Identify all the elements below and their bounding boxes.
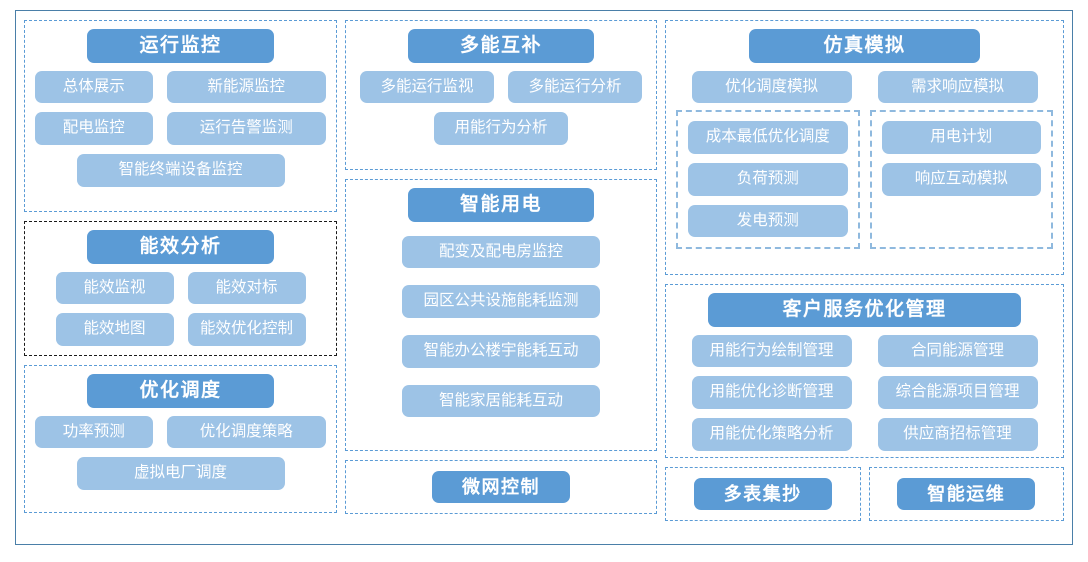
item-row: 园区公共设施能耗监测 [356, 285, 646, 318]
panel-operation-monitoring[interactable]: 运行监控 总体展示 新能源监控 配电监控 运行告警监测 智能终端设备监控 [24, 20, 337, 212]
subbox-demand-response[interactable]: 用电计划 响应互动模拟 [869, 110, 1053, 250]
item-row: 智能办公楼宇能耗互动 [356, 334, 646, 368]
item-row: 智能终端设备监控 [35, 153, 326, 187]
bottom-mini-panel-strip: 多表集抄 智能运维 [665, 467, 1064, 521]
item-row: 功率预测 优化调度策略 [35, 415, 326, 449]
item-row: 多能运行监视 多能运行分析 [356, 70, 646, 104]
item-pill[interactable]: 智能办公楼宇能耗互动 [402, 334, 600, 368]
item-pill[interactable]: 总体展示 [35, 70, 153, 104]
simulation-subbox-group: 成本最低优化调度 负荷预测 发电预测 用电计划 响应互动模拟 [676, 110, 1053, 250]
item-pill[interactable]: 合同能源管理 [877, 334, 1038, 368]
item-row: 用能优化诊断管理 综合能源项目管理 [676, 376, 1053, 409]
item-row: 能效地图 能效优化控制 [35, 313, 326, 346]
item-pill[interactable]: 发电预测 [688, 204, 848, 238]
item-pill[interactable]: 优化调度模拟 [691, 70, 852, 104]
panel-title-microgrid-control: 微网控制 [432, 470, 570, 504]
item-pill[interactable]: 功率预测 [35, 415, 153, 449]
item-row: 配电监控 运行告警监测 [35, 112, 326, 145]
item-row: 虚拟电厂调度 [35, 457, 326, 490]
item-pill[interactable]: 园区公共设施能耗监测 [402, 285, 600, 318]
panel-simulation[interactable]: 仿真模拟 优化调度模拟 需求响应模拟 成本最低优化调度 负荷预测 发电预测 用电… [665, 20, 1064, 275]
panel-title-operation-monitoring: 运行监控 [87, 29, 274, 63]
panel-microgrid-control[interactable]: 微网控制 [345, 460, 657, 514]
item-pill[interactable]: 用能行为分析 [434, 112, 568, 145]
panel-title-multi-energy: 多能互补 [407, 29, 594, 63]
panel-title-smart-ops: 智能运维 [897, 477, 1036, 511]
item-row: 配变及配电房监控 [356, 235, 646, 269]
panel-title-efficiency-analysis: 能效分析 [87, 230, 274, 264]
item-pill[interactable]: 新能源监控 [166, 70, 326, 104]
item-pill[interactable]: 智能家居能耗互动 [402, 384, 600, 418]
item-pill[interactable]: 用能行为绘制管理 [691, 334, 852, 368]
panel-title-customer-service: 客户服务优化管理 [708, 293, 1021, 327]
item-pill[interactable]: 虚拟电厂调度 [76, 457, 285, 490]
item-pill[interactable]: 负荷预测 [688, 162, 848, 196]
item-row: 用能行为分析 [356, 112, 646, 145]
item-pill[interactable]: 智能终端设备监控 [76, 153, 285, 187]
item-pill[interactable]: 成本最低优化调度 [688, 121, 848, 154]
panel-efficiency-analysis[interactable]: 能效分析 能效监视 能效对标 能效地图 能效优化控制 [24, 221, 337, 356]
panel-title-simulation: 仿真模拟 [749, 29, 980, 63]
item-list-operation-monitoring: 总体展示 新能源监控 配电监控 运行告警监测 智能终端设备监控 [35, 70, 326, 187]
panel-title-optimal-dispatch: 优化调度 [87, 374, 274, 408]
panel-smart-electricity[interactable]: 智能用电 配变及配电房监控 园区公共设施能耗监测 智能办公楼宇能耗互动 智能家居… [345, 179, 657, 451]
item-row: 智能家居能耗互动 [356, 384, 646, 418]
item-pill[interactable]: 配电监控 [35, 112, 153, 145]
item-list-efficiency-analysis: 能效监视 能效对标 能效地图 能效优化控制 [35, 271, 326, 346]
item-list-multi-energy: 多能运行监视 多能运行分析 用能行为分析 [356, 70, 646, 145]
item-pill[interactable]: 需求响应模拟 [877, 70, 1038, 104]
item-pill[interactable]: 供应商招标管理 [877, 417, 1038, 451]
subbox-dispatch-forecast[interactable]: 成本最低优化调度 负荷预测 发电预测 [676, 110, 860, 250]
item-pill[interactable]: 响应互动模拟 [881, 162, 1041, 196]
item-pill[interactable]: 配变及配电房监控 [402, 235, 600, 269]
item-row: 能效监视 能效对标 [35, 271, 326, 305]
architecture-diagram-frame: 运行监控 总体展示 新能源监控 配电监控 运行告警监测 智能终端设备监控 [15, 10, 1073, 545]
item-pill[interactable]: 能效对标 [187, 271, 306, 305]
item-pill[interactable]: 用电计划 [881, 121, 1041, 154]
item-pill[interactable]: 能效地图 [55, 313, 174, 346]
item-row: 用能优化策略分析 供应商招标管理 [676, 417, 1053, 451]
item-row-simulation-top: 优化调度模拟 需求响应模拟 [676, 70, 1053, 104]
item-pill[interactable]: 能效监视 [55, 271, 174, 305]
item-pill[interactable]: 用能优化诊断管理 [691, 376, 852, 409]
item-pill[interactable]: 多能运行分析 [508, 70, 642, 104]
item-pill[interactable]: 能效优化控制 [187, 313, 306, 346]
panel-multi-energy[interactable]: 多能互补 多能运行监视 多能运行分析 用能行为分析 [345, 20, 657, 170]
panel-title-smart-electricity: 智能用电 [407, 188, 594, 222]
panel-smart-ops[interactable]: 智能运维 [868, 467, 1064, 521]
item-pill[interactable]: 用能优化策略分析 [691, 417, 852, 451]
item-pill[interactable]: 优化调度策略 [166, 415, 326, 449]
left-column: 运行监控 总体展示 新能源监控 配电监控 运行告警监测 智能终端设备监控 [24, 20, 337, 536]
panel-meter-reading[interactable]: 多表集抄 [665, 467, 861, 521]
middle-column: 多能互补 多能运行监视 多能运行分析 用能行为分析 智能用电 配变及配电房监控 [345, 20, 657, 536]
right-column: 仿真模拟 优化调度模拟 需求响应模拟 成本最低优化调度 负荷预测 发电预测 用电… [665, 20, 1064, 536]
item-list-optimal-dispatch: 功率预测 优化调度策略 虚拟电厂调度 [35, 415, 326, 490]
panel-title-meter-reading: 多表集抄 [693, 477, 832, 511]
panel-optimal-dispatch[interactable]: 优化调度 功率预测 优化调度策略 虚拟电厂调度 [24, 365, 337, 513]
item-row: 用能行为绘制管理 合同能源管理 [676, 334, 1053, 368]
item-pill[interactable]: 多能运行监视 [360, 70, 494, 104]
item-list-smart-electricity: 配变及配电房监控 园区公共设施能耗监测 智能办公楼宇能耗互动 智能家居能耗互动 [356, 235, 646, 418]
item-list-customer-service: 用能行为绘制管理 合同能源管理 用能优化诊断管理 综合能源项目管理 用能优化策略… [676, 334, 1053, 451]
item-row: 总体展示 新能源监控 [35, 70, 326, 104]
item-pill[interactable]: 运行告警监测 [166, 112, 326, 145]
diagram-columns: 运行监控 总体展示 新能源监控 配电监控 运行告警监测 智能终端设备监控 [16, 11, 1072, 544]
panel-customer-service[interactable]: 客户服务优化管理 用能行为绘制管理 合同能源管理 用能优化诊断管理 综合能源项目… [665, 284, 1064, 458]
item-pill[interactable]: 综合能源项目管理 [877, 376, 1038, 409]
